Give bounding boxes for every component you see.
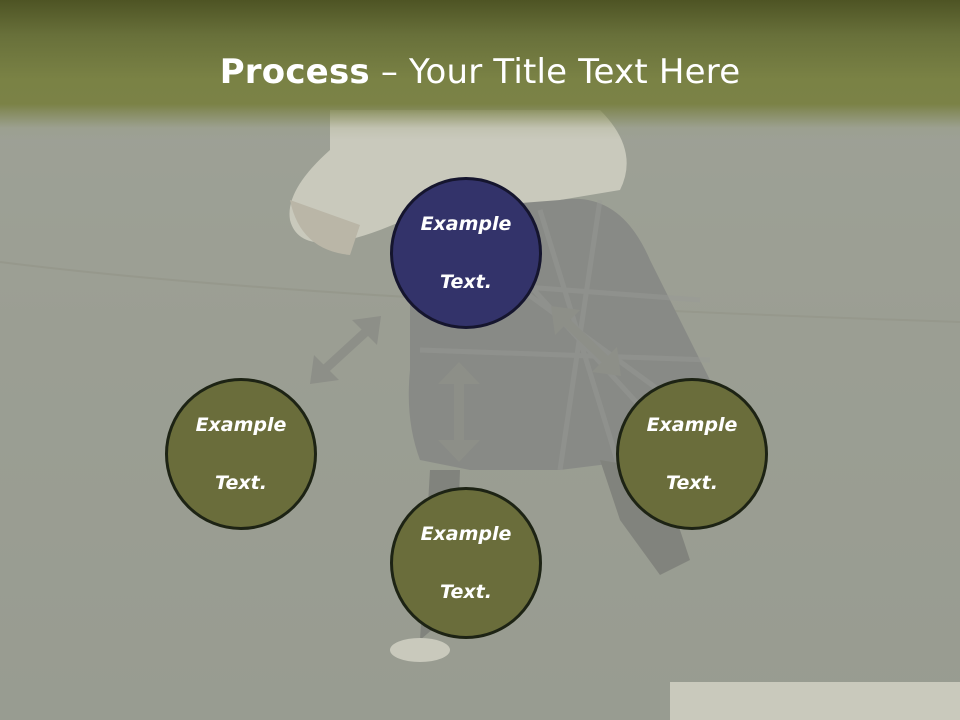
title-bar [0,0,960,140]
node-label-line1: Example [420,522,512,545]
node-label-line2: Text. [215,471,267,494]
node-label-line2: Text. [440,270,492,293]
slide-title[interactable]: Process – Your Title Text Here [0,52,960,92]
double-arrow-center-bottom [438,362,480,462]
node-label-line1: Example [195,413,287,436]
node-label-line1: Example [646,413,738,436]
title-bold: Process [219,52,370,92]
double-arrow-center-left [310,316,381,384]
double-arrow-center-right [551,306,621,376]
node-label-line1: Example [420,212,512,235]
node-label-line2: Text. [440,580,492,603]
title-rest: – Your Title Text Here [369,52,741,92]
node-label-line2: Text. [666,471,718,494]
